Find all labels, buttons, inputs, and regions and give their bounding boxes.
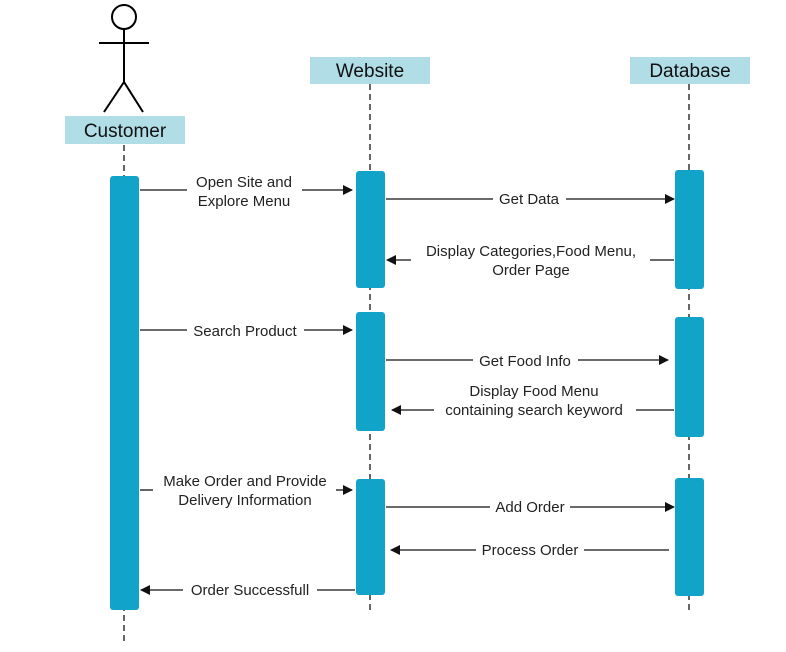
message-label: Get Food Info bbox=[479, 353, 571, 370]
website-label: Website bbox=[336, 61, 404, 82]
message-label: Get Data bbox=[499, 191, 560, 208]
message-label: Display Categories,Food Menu, bbox=[426, 243, 636, 260]
website-activation-3 bbox=[356, 479, 385, 595]
customer-header: Customer bbox=[65, 116, 185, 144]
message-get-data: Get Data bbox=[386, 191, 675, 208]
message-label: Order Successfull bbox=[191, 582, 309, 599]
customer-activation bbox=[110, 176, 139, 610]
database-label: Database bbox=[649, 61, 730, 82]
message-label: Make Order and Provide bbox=[163, 473, 326, 490]
message-label: Delivery Information bbox=[178, 492, 311, 509]
database-activation-3 bbox=[675, 478, 704, 596]
database-activation-1 bbox=[675, 170, 704, 289]
message-display-categories: Display Categories,Food Menu, Order Page bbox=[386, 243, 674, 279]
message-label: Add Order bbox=[495, 499, 564, 516]
message-order-successful: Order Successfull bbox=[140, 582, 355, 599]
message-label: Order Page bbox=[492, 262, 570, 279]
message-make-order: Make Order and Provide Delivery Informat… bbox=[140, 473, 353, 509]
message-label: Explore Menu bbox=[198, 193, 291, 210]
message-label: Process Order bbox=[482, 542, 579, 559]
database-activation-2 bbox=[675, 317, 704, 437]
customer-label: Customer bbox=[84, 121, 167, 142]
customer-actor-icon bbox=[99, 4, 149, 113]
message-search-product: Search Product bbox=[140, 323, 353, 340]
message-label: Search Product bbox=[193, 323, 297, 340]
website-activation-2 bbox=[356, 312, 385, 431]
message-add-order: Add Order bbox=[386, 499, 675, 516]
database-header: Database bbox=[630, 57, 750, 84]
website-activation-1 bbox=[356, 171, 385, 288]
website-header: Website bbox=[310, 57, 430, 84]
message-label: Display Food Menu bbox=[469, 383, 598, 400]
message-process-order: Process Order bbox=[390, 542, 669, 559]
message-open-site: Open Site and Explore Menu bbox=[140, 174, 353, 210]
message-label: containing search keyword bbox=[445, 402, 623, 419]
message-get-food-info: Get Food Info bbox=[386, 353, 669, 370]
message-label: Open Site and bbox=[196, 174, 292, 191]
message-display-food-menu: Display Food Menu containing search keyw… bbox=[391, 383, 674, 419]
